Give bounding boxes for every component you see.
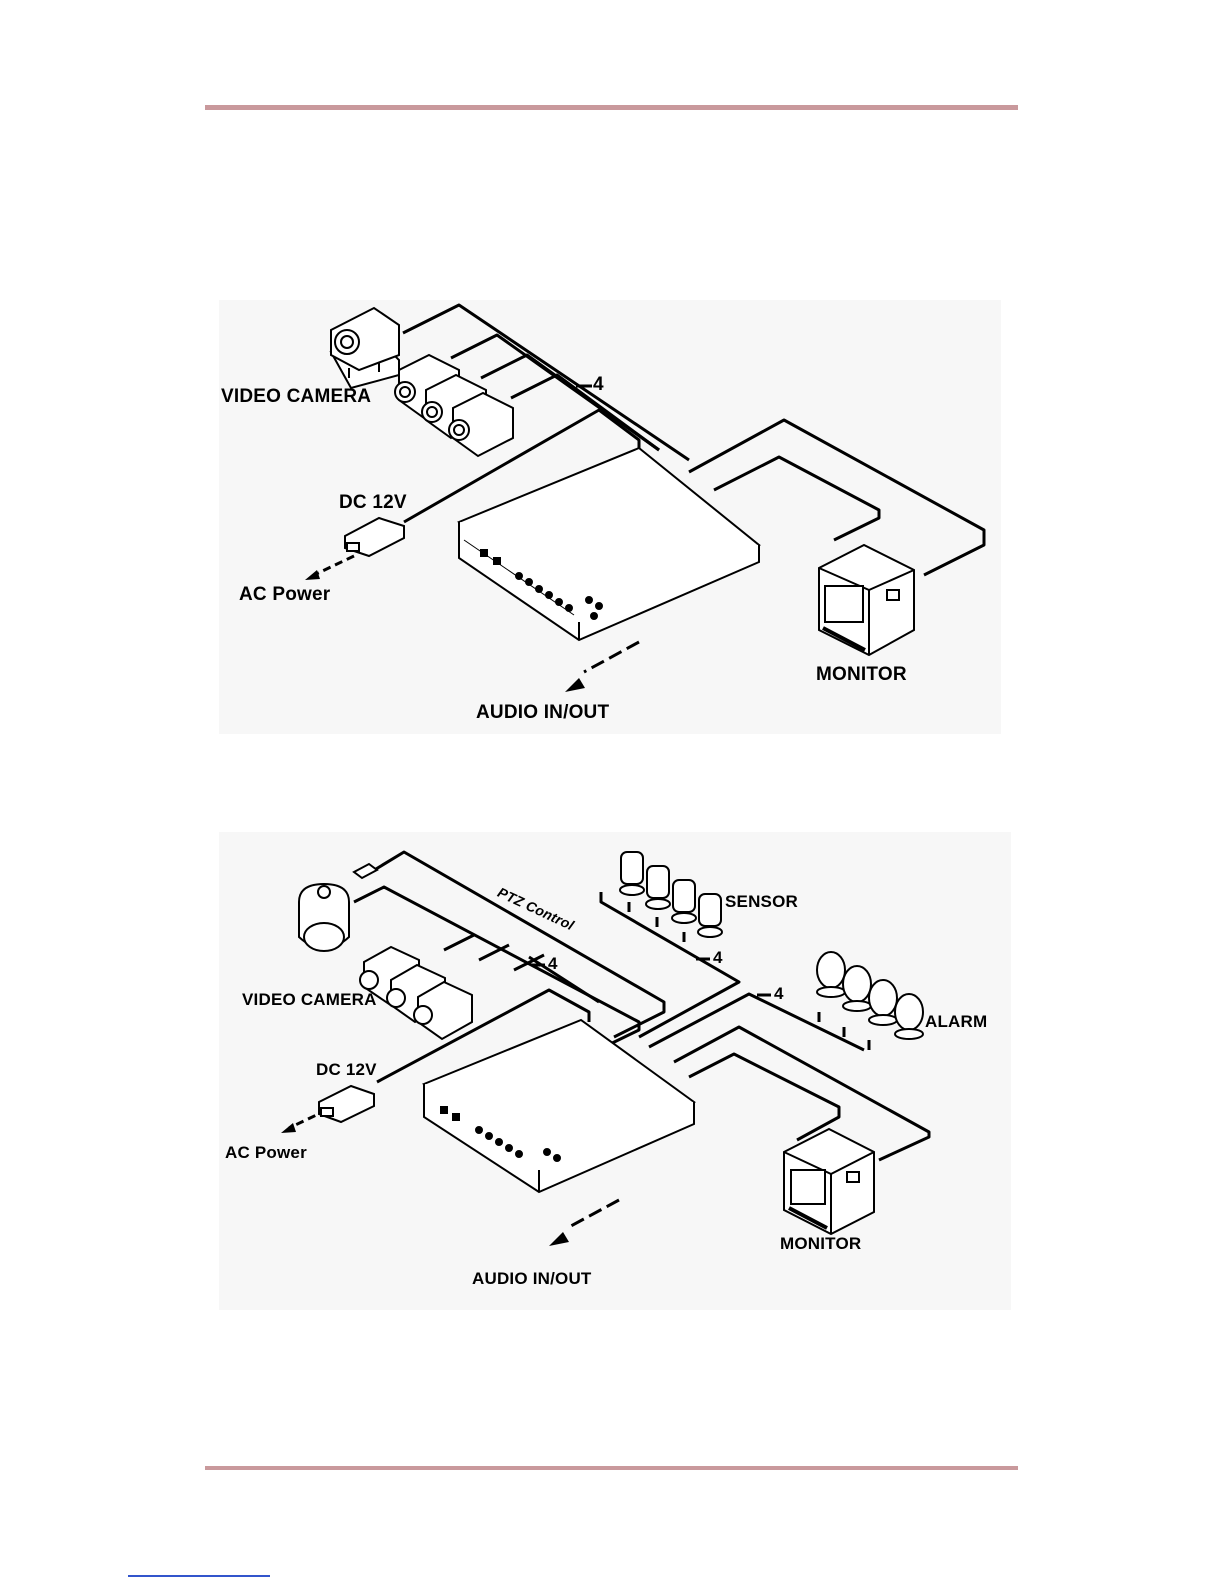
video-camera-label: VIDEO CAMERA bbox=[221, 386, 371, 408]
monitor-cable-2 bbox=[689, 1054, 839, 1140]
sensor-icon bbox=[620, 852, 722, 937]
camera-bus-count-label: 4 bbox=[548, 954, 558, 974]
video-camera-label: VIDEO CAMERA bbox=[242, 990, 377, 1010]
dc-label: DC 12V bbox=[339, 492, 407, 514]
bus-count-label: 4 bbox=[593, 374, 604, 396]
ac-power-label: AC Power bbox=[225, 1143, 307, 1163]
audio-cable bbox=[584, 642, 639, 672]
dome-camera-icon bbox=[299, 884, 349, 951]
alarm-label: ALARM bbox=[925, 1012, 987, 1032]
monitor-icon bbox=[819, 545, 914, 655]
sensor-label: SENSOR bbox=[725, 892, 798, 912]
ptz-connector-icon bbox=[354, 864, 377, 878]
footer-rule bbox=[205, 1466, 1018, 1470]
box-camera-icon bbox=[360, 947, 472, 1039]
monitor-icon bbox=[784, 1129, 874, 1234]
monitor-cable-1 bbox=[674, 1027, 929, 1160]
dc-label: DC 12V bbox=[316, 1060, 377, 1080]
figure-full-connection: VIDEO CAMERA DC 12V AC Power MONITOR AUD… bbox=[219, 832, 1011, 1310]
ac-power-cable bbox=[314, 556, 354, 575]
alarm-cable bbox=[649, 994, 864, 1050]
footer-link-underline[interactable] bbox=[128, 1575, 270, 1577]
alarm-bus-count-label: 4 bbox=[774, 984, 784, 1004]
sensor-bus-count-label: 4 bbox=[713, 948, 723, 968]
dc-adapter-icon bbox=[345, 518, 404, 556]
audio-label: AUDIO IN/OUT bbox=[472, 1269, 592, 1289]
header-rule bbox=[205, 105, 1018, 110]
dvr-unit-icon bbox=[459, 448, 759, 640]
dc-adapter-icon bbox=[319, 1086, 374, 1122]
figure-basic-connection: VIDEO CAMERA DC 12V AC Power MONITOR AUD… bbox=[219, 300, 1001, 734]
audio-cable bbox=[569, 1200, 619, 1227]
audio-label: AUDIO IN/OUT bbox=[476, 702, 609, 724]
monitor-label: MONITOR bbox=[780, 1234, 861, 1254]
alarm-icon bbox=[817, 952, 923, 1039]
monitor-label: MONITOR bbox=[816, 664, 907, 686]
ptz-camera-icon bbox=[331, 308, 399, 388]
ac-power-label: AC Power bbox=[239, 584, 330, 606]
